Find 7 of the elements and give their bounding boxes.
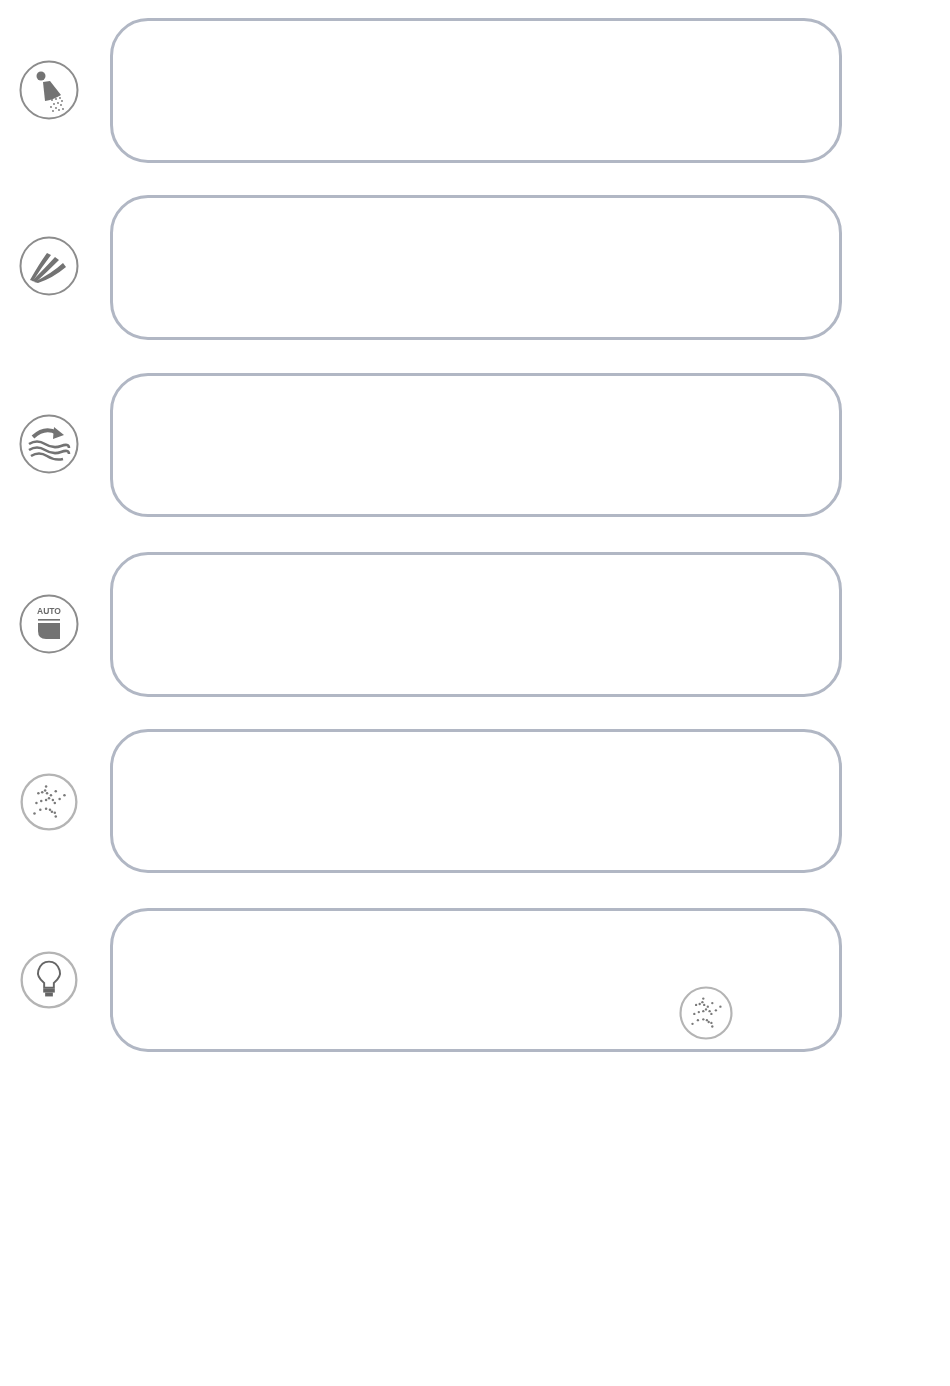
rounded-panel xyxy=(110,908,842,1052)
rounded-panel xyxy=(110,729,842,873)
rounded-panel xyxy=(110,18,842,163)
rounded-panel xyxy=(110,195,842,340)
mode-label: AUTO xyxy=(36,606,62,616)
rounded-panel xyxy=(110,552,842,697)
rounded-panel xyxy=(110,373,842,517)
